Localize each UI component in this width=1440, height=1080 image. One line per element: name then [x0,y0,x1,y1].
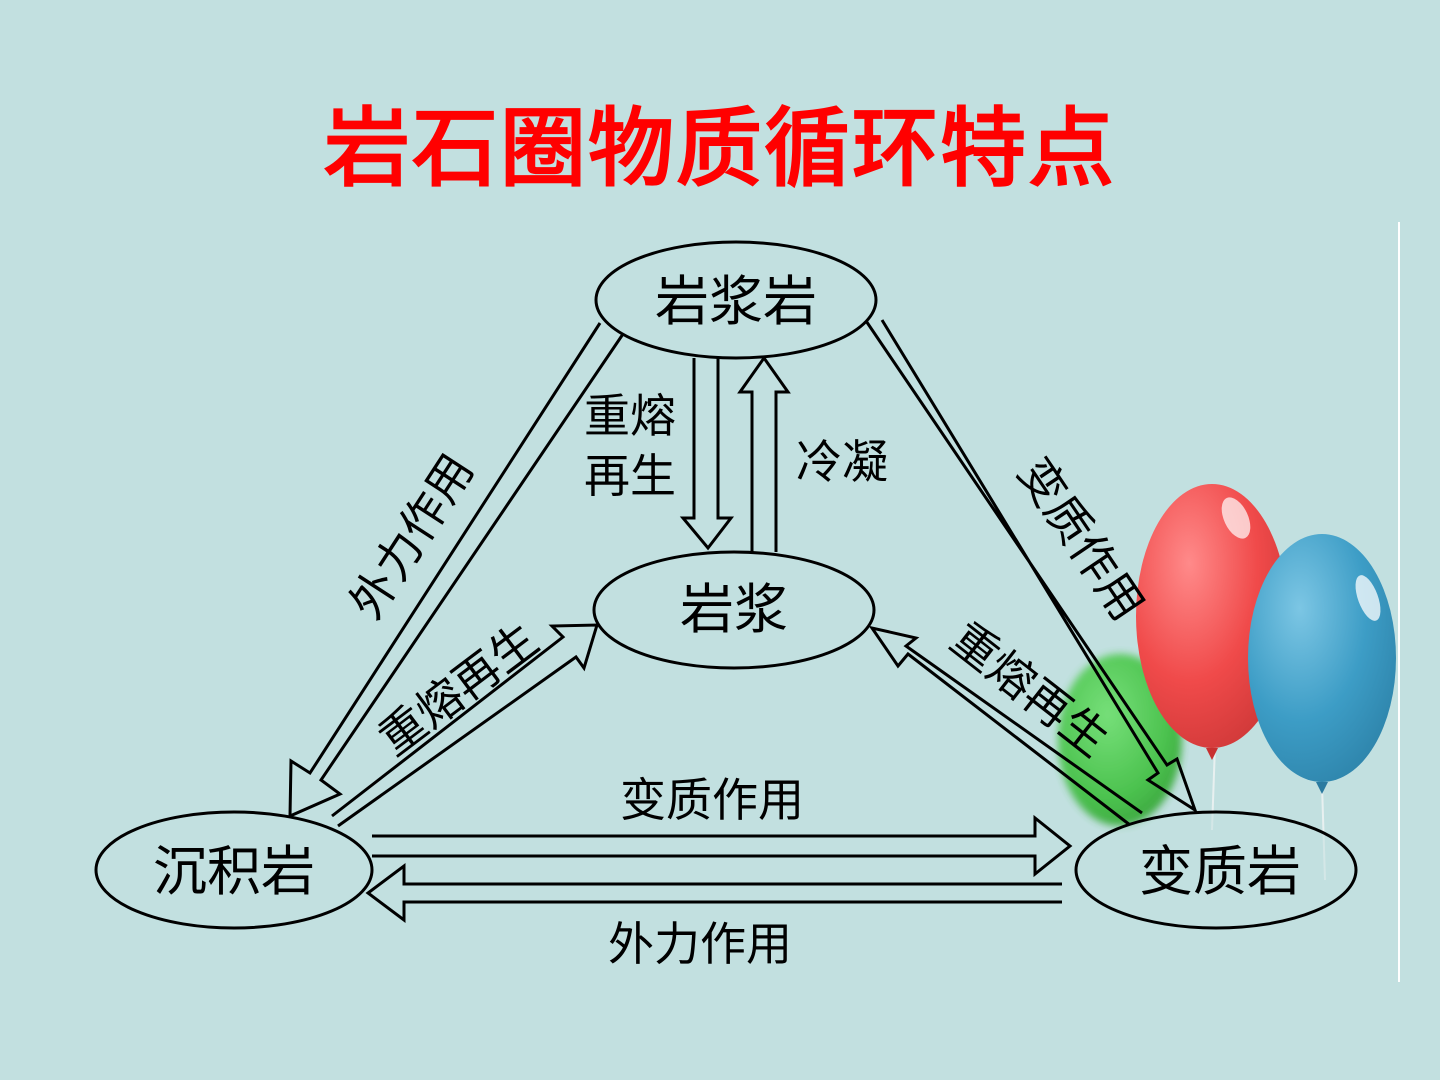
node-metamorphic-rock: 变质岩 [1074,810,1358,930]
edge-label-remelt-line2: 再生 [584,449,676,503]
edge-label-metamorphism-right: 变质作用 [1007,448,1155,631]
arrow-magma-to-igneous [737,355,791,552]
node-label-metamorphic-rock: 变质岩 [1139,840,1301,903]
node-label-igneous-rock: 岩浆岩 [655,270,817,333]
arrow-metamorphic-to-sedimentary [365,863,1062,923]
arrow-sedimentary-to-metamorphic [372,814,1073,878]
arrow-metamorphic-to-magma [868,625,1143,827]
edge-label-condensation: 冷凝 [796,435,888,489]
node-sedimentary-rock: 沉积岩 [94,810,374,930]
node-magma: 岩浆 [592,550,876,670]
edge-label-remelt-line1: 重熔 [584,389,676,443]
node-label-magma: 岩浆 [680,578,788,641]
edge-label-metamorphism-bottom: 变质作用 [620,773,804,827]
page-title: 岩石圈物质循环特点 [324,99,1116,199]
edge-label-remelt-left: 重熔再生 [369,612,548,766]
edge-label-external-force-bottom: 外力作用 [608,917,792,971]
arrow-igneous-to-magma [679,358,735,551]
node-igneous-rock: 岩浆岩 [594,240,878,360]
arrow-igneous-to-metamorphic [858,311,1198,814]
node-label-sedimentary-rock: 沉积岩 [153,840,315,903]
slide-edge-line [1398,222,1400,982]
